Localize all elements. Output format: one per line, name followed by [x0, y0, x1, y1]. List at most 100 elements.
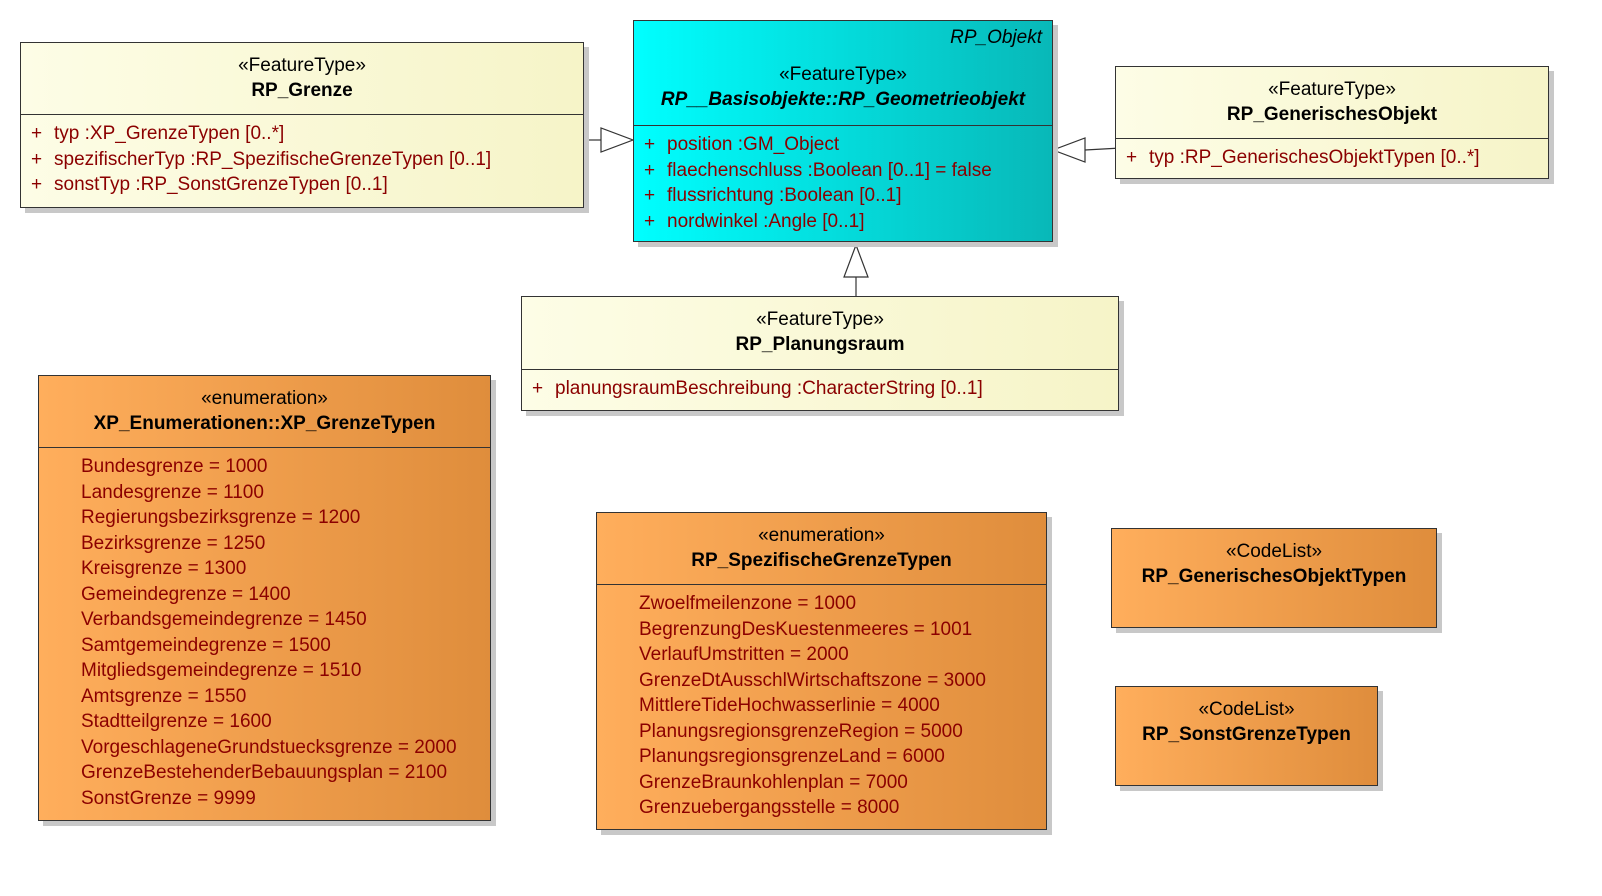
attribute-row: + flaechenschluss :Boolean [0..1] = false [634, 158, 1052, 184]
literal-text: VerlaufUmstritten = 2000 [639, 644, 849, 665]
visibility-marker: + [644, 210, 656, 232]
stereotype-label: «FeatureType» [238, 55, 366, 76]
class-header: «FeatureType» RP_Grenze [21, 43, 583, 115]
codelist-rp-generischesobjekttypen[interactable]: «CodeList» RP_GenerischesObjektTypen [1111, 528, 1437, 628]
visibility-marker: + [31, 148, 43, 170]
class-header: «FeatureType» RP_GenerischesObjekt [1116, 67, 1548, 139]
literal-text: Verbandsgemeindegrenze = 1450 [81, 609, 367, 630]
generalization-arrow-planungsraum [843, 243, 869, 278]
literal-text: GrenzeDtAusschlWirtschaftszone = 3000 [639, 669, 986, 691]
class-header: «CodeList» RP_SonstGrenzeTypen [1116, 687, 1377, 785]
generalization-arrow-generisches [1051, 137, 1086, 163]
class-header: RP_Objekt «FeatureType» RP__Basisobjekte… [634, 21, 1052, 126]
attribute-list: +planungsraumBeschreibung :CharacterStri… [522, 370, 1118, 402]
attribute-row: + position :GM_Object [634, 132, 1052, 158]
stereotype-label: «CodeList» [1225, 541, 1323, 562]
enum-literal: PlanungsregionsgrenzeLand = 6000 [597, 744, 1046, 770]
enum-literal: Grenzuebergangsstelle = 8000 [597, 795, 1046, 821]
stereotype-label: «FeatureType» [1268, 79, 1396, 100]
attribute-text: nordwinkel :Angle [0..1] [667, 210, 865, 232]
codelist-rp-sonstgrenzetypen[interactable]: «CodeList» RP_SonstGrenzeTypen [1115, 686, 1378, 786]
literal-text: Gemeindegrenze = 1400 [81, 583, 291, 605]
class-rp-planungsraum[interactable]: «FeatureType» RP_Planungsraum +planungsr… [521, 296, 1119, 411]
literal-text: Bezirksgrenze = 1250 [81, 532, 266, 554]
literal-text: PlanungsregionsgrenzeLand = 6000 [639, 746, 945, 767]
attribute-text: typ :RP_GenerischesObjektTypen [0..*] [1149, 147, 1480, 168]
literal-text: BegrenzungDesKuestenmeeres = 1001 [639, 618, 973, 640]
enum-rp-spezifischegrenzetypen[interactable]: «enumeration» RP_SpezifischeGrenzeTypen … [596, 512, 1047, 830]
enum-literal: BegrenzungDesKuestenmeeres = 1001 [597, 617, 1046, 643]
enum-literal: GrenzeDtAusschlWirtschaftszone = 3000 [597, 668, 1046, 694]
visibility-marker: + [31, 174, 43, 195]
visibility-marker: + [644, 185, 656, 206]
literal-text: VorgeschlageneGrundstuecksgrenze = 2000 [81, 736, 457, 758]
literal-text: Bundesgrenze = 1000 [81, 456, 268, 477]
class-name: XP_Enumerationen::XP_GrenzeTypen [93, 413, 436, 434]
attribute-text: flaechenschluss :Boolean [0..1] = false [667, 159, 992, 181]
enum-literal: VerlaufUmstritten = 2000 [597, 642, 1046, 668]
enum-literal: Mitgliedsgemeindegrenze = 1510 [39, 658, 490, 684]
stereotype-label: «CodeList» [1198, 699, 1295, 720]
visibility-marker: + [1126, 147, 1138, 168]
enum-literal: Samtgemeindegrenze = 1500 [39, 633, 490, 659]
enum-literal: MittlereTideHochwasserlinie = 4000 [597, 693, 1046, 719]
enum-xp-grenzetypen[interactable]: «enumeration» XP_Enumerationen::XP_Grenz… [38, 375, 491, 821]
class-name: RP_Planungsraum [735, 334, 905, 355]
class-name: RP_Grenze [251, 80, 353, 101]
attribute-text: flussrichtung :Boolean [0..1] [667, 185, 902, 206]
attribute-row: + sonstTyp :RP_SonstGrenzeTypen [0..1] [21, 172, 583, 198]
visibility-marker: + [644, 159, 656, 181]
visibility-marker: + [644, 134, 656, 155]
enum-literal: Bezirksgrenze = 1250 [39, 531, 490, 557]
literal-text: Zwoelfmeilenzone = 1000 [639, 593, 857, 614]
attribute-text: sonstTyp :RP_SonstGrenzeTypen [0..1] [54, 174, 388, 195]
attribute-text: spezifischerTyp :RP_SpezifischeGrenzeTyp… [54, 148, 492, 170]
literal-text: SonstGrenze = 9999 [81, 787, 256, 809]
enum-literal: Verbandsgemeindegrenze = 1450 [39, 607, 490, 633]
literal-text: Stadtteilgrenze = 1600 [81, 711, 272, 732]
attribute-row: + spezifischerTyp :RP_SpezifischeGrenzeTy… [21, 147, 583, 173]
class-rp-geometrieobjekt[interactable]: RP_Objekt «FeatureType» RP__Basisobjekte… [633, 20, 1053, 242]
attribute-row: +planungsraumBeschreibung :CharacterStri… [522, 376, 1118, 402]
stereotype-label: «enumeration» [201, 388, 328, 409]
visibility-marker: + [31, 123, 43, 144]
literal-list: Bundesgrenze = 1000 Landesgrenze = 1100 … [39, 448, 490, 811]
literal-text: Amtsgrenze = 1550 [81, 685, 247, 707]
enum-literal: Gemeindegrenze = 1400 [39, 582, 490, 608]
attribute-row: + typ :RP_GenerischesObjektTypen [0..*] [1116, 145, 1548, 171]
enum-literal: Regierungsbezirksgrenze = 1200 [39, 505, 490, 531]
attribute-list: + position :GM_Object + flaechenschluss :B… [634, 126, 1052, 234]
generalization-arrow-grenze [600, 127, 635, 153]
stereotype-label: «FeatureType» [779, 64, 907, 85]
literal-text: Kreisgrenze = 1300 [81, 558, 247, 579]
enum-literal: Bundesgrenze = 1000 [39, 454, 490, 480]
class-name: RP__Basisobjekte::RP_Geometrieobjekt [660, 89, 1026, 110]
enum-literal: Amtsgrenze = 1550 [39, 684, 490, 710]
attribute-row: + flussrichtung :Boolean [0..1] [634, 183, 1052, 209]
literal-text: Grenzuebergangsstelle = 8000 [639, 797, 900, 818]
literal-text: Samtgemeindegrenze = 1500 [81, 634, 331, 656]
class-header: «FeatureType» RP_Planungsraum [522, 297, 1118, 370]
class-header: «enumeration» RP_SpezifischeGrenzeTypen [597, 513, 1046, 585]
class-name: RP_SonstGrenzeTypen [1142, 724, 1351, 745]
attribute-text: position :GM_Object [667, 134, 840, 155]
enum-literal: Kreisgrenze = 1300 [39, 556, 490, 582]
enum-literal: GrenzeBraunkohlenplan = 7000 [597, 770, 1046, 796]
literal-text: GrenzeBraunkohlenplan = 7000 [639, 771, 908, 793]
class-rp-generischesobjekt[interactable]: «FeatureType» RP_GenerischesObjekt + typ … [1115, 66, 1549, 179]
literal-text: GrenzeBestehenderBebauungsplan = 2100 [81, 762, 448, 783]
class-rp-grenze[interactable]: «FeatureType» RP_Grenze + typ :XP_GrenzeT… [20, 42, 584, 208]
literal-text: PlanungsregionsgrenzeRegion = 5000 [639, 720, 963, 742]
enum-literal: VorgeschlageneGrundstuecksgrenze = 2000 [39, 735, 490, 761]
enum-literal: Stadtteilgrenze = 1600 [39, 709, 490, 735]
class-name: RP_GenerischesObjektTypen [1141, 566, 1407, 587]
literal-text: Regierungsbezirksgrenze = 1200 [81, 507, 361, 528]
class-header: «enumeration» XP_Enumerationen::XP_Grenz… [39, 376, 490, 448]
enum-literal: SonstGrenze = 9999 [39, 786, 490, 812]
attribute-text: planungsraumBeschreibung :CharacterStrin… [555, 378, 983, 399]
attribute-text: typ :XP_GrenzeTypen [0..*] [54, 123, 285, 144]
attribute-list: + typ :RP_GenerischesObjektTypen [0..*] [1116, 139, 1548, 171]
enum-literal: Zwoelfmeilenzone = 1000 [597, 591, 1046, 617]
enum-literal: Landesgrenze = 1100 [39, 480, 490, 506]
literal-text: Landesgrenze = 1100 [81, 481, 264, 503]
